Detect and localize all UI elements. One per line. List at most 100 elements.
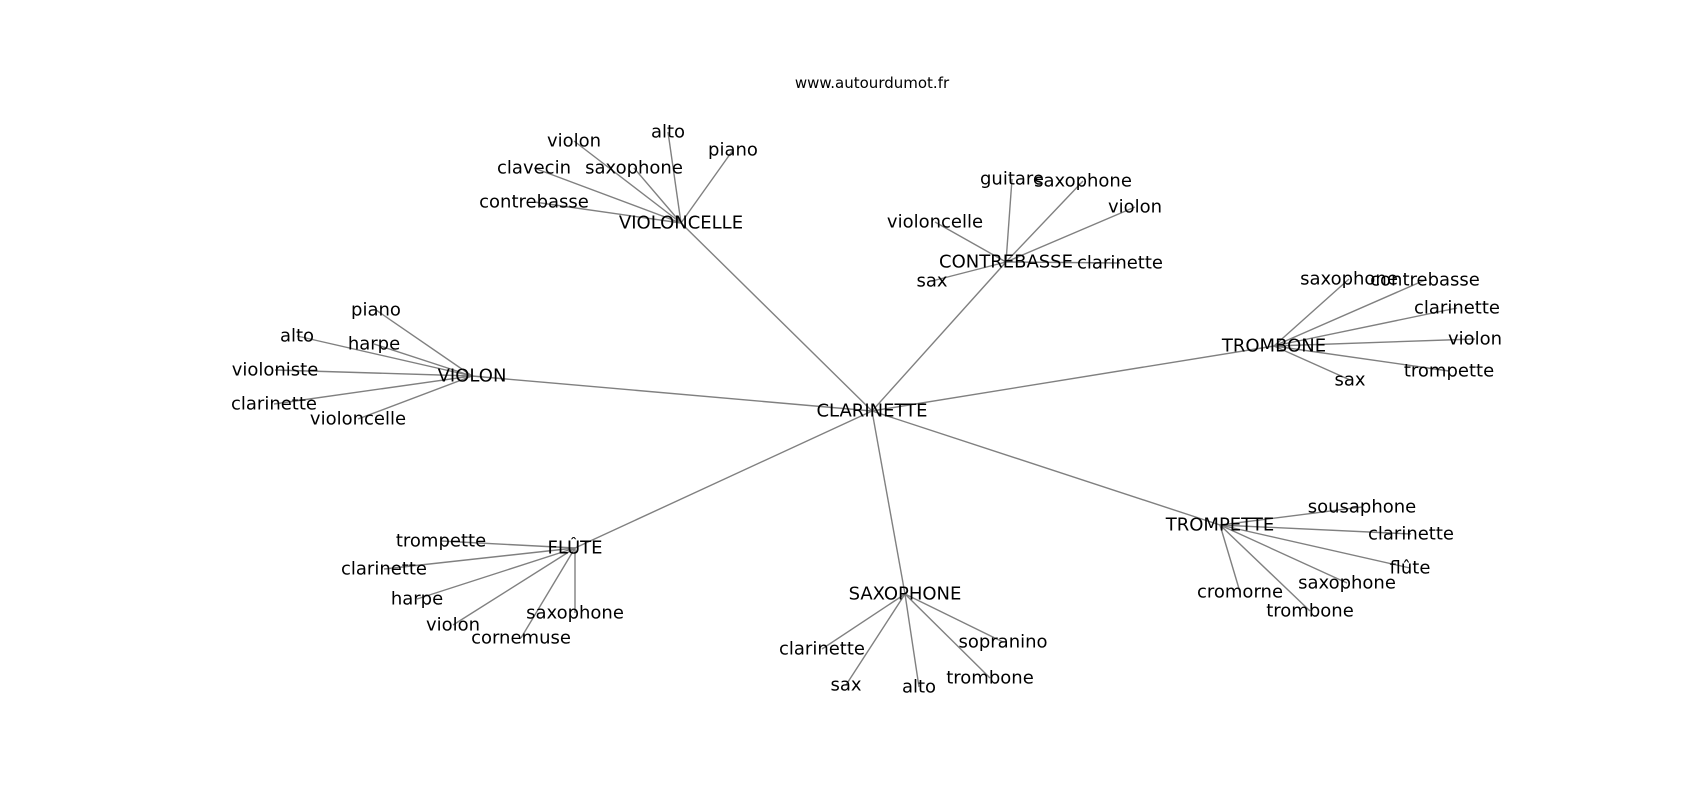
node-leaf-saxophone-0: clarinette — [779, 639, 865, 660]
node-leaf-trombone-0: saxophone — [1300, 269, 1398, 290]
node-hub-saxophone: SAXOPHONE — [849, 584, 962, 605]
edge-trombone-leaf-3 — [1273, 338, 1476, 347]
edge-contrebasse-leaf-2 — [1005, 180, 1084, 263]
edge-flute-leaf-0 — [440, 540, 576, 549]
node-leaf-flute-2: harpe — [391, 589, 443, 610]
edge-contrebasse-leaf-0 — [934, 221, 1007, 263]
edge-violoncelle-leaf-4 — [667, 131, 682, 224]
node-leaf-contrebasse-4: clarinette — [1077, 253, 1163, 274]
node-leaf-saxophone-3: trombone — [946, 668, 1034, 689]
node-leaf-saxophone-2: alto — [902, 677, 936, 698]
node-leaf-flute-5: saxophone — [526, 603, 624, 624]
node-leaf-trompette-0: sousaphone — [1308, 497, 1417, 518]
edge-center-violon — [471, 375, 873, 412]
edge-contrebasse-leaf-4 — [1005, 261, 1121, 264]
source-caption: www.autourdumot.fr — [795, 74, 950, 92]
edge-violon-leaf-1 — [296, 335, 473, 377]
node-leaf-contrebasse-5: sax — [916, 271, 947, 292]
edge-center-saxophone — [871, 410, 906, 595]
edge-trompette-leaf-0 — [1219, 506, 1363, 526]
node-leaf-trompette-5: cromorne — [1197, 582, 1283, 603]
node-leaf-violon-3: violoniste — [232, 360, 319, 381]
edge-saxophone-leaf-1 — [845, 593, 906, 686]
node-leaf-trompette-4: trombone — [1266, 601, 1354, 622]
node-leaf-violon-2: harpe — [348, 334, 400, 355]
node-leaf-saxophone-4: sopranino — [958, 632, 1047, 653]
edge-flute-leaf-2 — [416, 547, 576, 600]
node-leaf-saxophone-1: sax — [830, 675, 861, 696]
edge-violon-leaf-2 — [373, 343, 473, 377]
node-leaf-flute-3: violon — [426, 615, 480, 636]
edge-center-contrebasse — [871, 261, 1007, 412]
edge-center-trombone — [871, 345, 1275, 412]
edge-violoncelle-leaf-0 — [533, 201, 682, 224]
node-leaf-violon-5: violoncelle — [310, 409, 406, 430]
node-hub-trompette: TROMPETTE — [1165, 515, 1274, 536]
node-center: CLARINETTE — [816, 401, 927, 422]
node-leaf-trombone-5: sax — [1334, 370, 1365, 391]
node-leaf-violoncelle-4: alto — [651, 122, 685, 143]
edge-center-violoncelle — [680, 222, 873, 412]
node-leaf-contrebasse-3: violon — [1108, 197, 1162, 218]
node-leaf-contrebasse-1: guitare — [980, 169, 1044, 190]
node-leaf-flute-4: cornemuse — [471, 628, 571, 649]
node-leaf-trombone-3: violon — [1448, 329, 1502, 350]
edge-saxophone-leaf-0 — [821, 593, 906, 650]
node-leaf-trombone-1: contrebasse — [1370, 270, 1480, 291]
edge-center-trompette — [871, 410, 1221, 526]
edge-contrebasse-leaf-1 — [1005, 178, 1013, 263]
node-leaf-violoncelle-3: saxophone — [585, 158, 683, 179]
node-leaf-violon-1: alto — [280, 326, 314, 347]
edge-saxophone-leaf-2 — [904, 593, 920, 688]
edge-saxophone-leaf-4 — [904, 593, 1004, 643]
edge-trompette-leaf-2 — [1219, 524, 1411, 569]
edge-flute-leaf-4 — [520, 547, 576, 639]
node-leaf-violoncelle-5: piano — [708, 140, 758, 161]
edge-trombone-leaf-0 — [1273, 278, 1350, 347]
edge-violoncelle-leaf-2 — [573, 140, 682, 224]
edge-violoncelle-leaf-3 — [633, 167, 682, 224]
edge-trompette-leaf-5 — [1219, 524, 1241, 593]
node-leaf-flute-1: clarinette — [341, 559, 427, 580]
node-hub-flute: FLÛTE — [547, 537, 602, 559]
edge-violoncelle-leaf-5 — [680, 149, 734, 224]
edge-flute-leaf-3 — [452, 547, 576, 626]
edge-contrebasse-leaf-3 — [1005, 206, 1136, 263]
node-leaf-violoncelle-0: contrebasse — [479, 192, 589, 213]
node-leaf-trombone-2: clarinette — [1414, 298, 1500, 319]
node-hub-violon: VIOLON — [438, 366, 507, 387]
edge-violon-leaf-4 — [273, 375, 473, 405]
edge-violon-leaf-5 — [357, 375, 473, 420]
node-leaf-trompette-1: clarinette — [1368, 524, 1454, 545]
edge-trombone-leaf-5 — [1273, 345, 1351, 381]
node-leaf-trombone-4: trompette — [1404, 361, 1494, 382]
edge-flute-leaf-1 — [383, 547, 576, 570]
edge-trombone-leaf-4 — [1273, 345, 1450, 372]
node-leaf-contrebasse-0: violoncelle — [887, 212, 983, 233]
edge-violoncelle-leaf-1 — [533, 167, 682, 224]
node-leaf-violon-4: clarinette — [231, 394, 317, 415]
node-hub-violoncelle: VIOLONCELLE — [619, 213, 743, 234]
node-hub-trombone: TROMBONE — [1221, 336, 1326, 357]
edge-trompette-leaf-4 — [1219, 524, 1311, 612]
edge-trombone-leaf-1 — [1273, 279, 1426, 347]
node-leaf-flute-0: trompette — [396, 531, 486, 552]
edge-trompette-leaf-3 — [1219, 524, 1348, 584]
node-leaf-violoncelle-2: violon — [547, 131, 601, 152]
edge-saxophone-leaf-3 — [904, 593, 991, 679]
edges-layer — [273, 131, 1476, 688]
edge-trombone-leaf-2 — [1273, 307, 1458, 347]
node-leaf-trompette-3: saxophone — [1298, 573, 1396, 594]
edge-violon-leaf-0 — [375, 309, 473, 377]
node-leaf-contrebasse-2: saxophone — [1034, 171, 1132, 192]
node-hub-contrebasse: CONTREBASSE — [939, 252, 1073, 273]
edge-violon-leaf-3 — [274, 369, 473, 377]
edge-center-flute — [574, 410, 873, 549]
node-leaf-trompette-2: flûte — [1390, 558, 1431, 579]
node-leaf-violoncelle-1: clavecin — [497, 158, 571, 179]
labels-layer: CLARINETTE VIOLONCELLE contrebasse clavecin… — [231, 122, 1502, 698]
edge-trompette-leaf-1 — [1219, 524, 1412, 535]
node-leaf-violon-0: piano — [351, 300, 401, 321]
edge-contrebasse-leaf-5 — [931, 261, 1007, 282]
